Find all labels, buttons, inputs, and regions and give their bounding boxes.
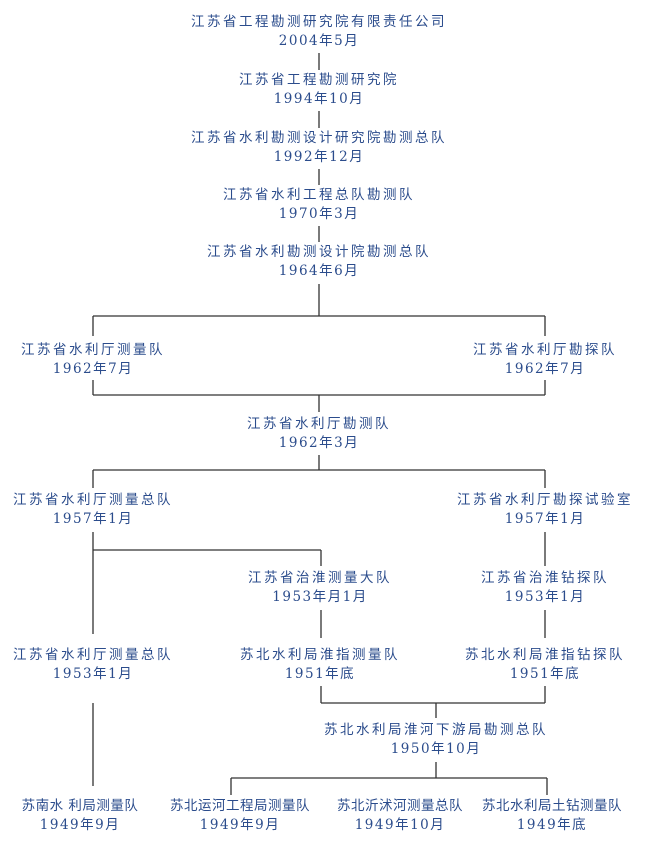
org-date: 1992年12月 (273, 149, 365, 165)
org-name: 江苏省工程勘测研究院有限责任公司 (191, 14, 447, 30)
org-date: 1964年6月 (278, 263, 360, 279)
org-date: 1953年月1月 (272, 589, 368, 605)
org-name: 苏北运河工程局测量队 (170, 798, 310, 814)
org-name: 苏南水 利局测量队 (21, 798, 139, 814)
org-date: 2004年5月 (278, 33, 360, 49)
org-node: 江苏省水利厅勘探队 1962年7月 (473, 341, 617, 379)
org-name: 苏北水利局土钻测量队 (482, 798, 622, 814)
org-date: 1949年9月 (39, 817, 121, 833)
org-name: 江苏省水利厅勘探队 (473, 342, 617, 358)
org-date: 1962年3月 (278, 435, 360, 451)
org-node: 江苏省水利勘测设计研究院勘测总队 1992年12月 (191, 129, 447, 167)
org-name: 苏北水利局淮指测量队 (240, 647, 400, 663)
org-node: 苏北水利局淮指测量队 1951年底 (240, 646, 400, 684)
org-node: 江苏省水利工程总队勘测队 1970年3月 (223, 186, 415, 224)
org-date: 1953年1月 (504, 589, 586, 605)
org-name: 江苏省水利厅勘探试验室 (457, 492, 633, 508)
org-node: 江苏省水利厅测量队 1962年7月 (21, 341, 165, 379)
org-name: 江苏省工程勘测研究院 (239, 72, 399, 88)
org-node: 江苏省工程勘测研究院 1994年10月 (239, 71, 399, 109)
org-name: 江苏省水利勘测设计院勘测总队 (207, 244, 431, 260)
org-date: 1949年9月 (199, 817, 281, 833)
org-date: 1951年底 (284, 666, 356, 682)
org-node: 江苏省水利厅测量总队 1953年1月 (13, 646, 173, 684)
org-date: 1951年底 (509, 666, 581, 682)
org-date: 1957年1月 (504, 511, 586, 527)
org-date: 1962年7月 (52, 361, 134, 377)
org-name: 苏北水利局淮河下游局勘测总队 (324, 722, 548, 738)
org-name: 苏北沂沭河测量总队 (337, 798, 463, 814)
org-name: 江苏省水利厅勘测队 (247, 416, 391, 432)
org-name: 苏北水利局淮指钻探队 (465, 647, 625, 663)
org-node: 江苏省水利厅勘测队 1962年3月 (247, 415, 391, 453)
org-node: 江苏省水利厅勘探试验室 1957年1月 (457, 491, 633, 529)
org-date: 1994年10月 (273, 91, 365, 107)
org-name: 江苏省治淮测量大队 (248, 570, 392, 586)
org-name: 江苏省水利厅测量总队 (13, 647, 173, 663)
org-node: 苏北水利局淮河下游局勘测总队 1950年10月 (324, 721, 548, 759)
org-node: 苏北沂沭河测量总队 1949年10月 (337, 797, 463, 835)
org-name: 江苏省水利勘测设计研究院勘测总队 (191, 130, 447, 146)
org-node: 苏南水 利局测量队 1949年9月 (22, 797, 139, 835)
org-date: 1962年7月 (504, 361, 586, 377)
org-node: 苏北运河工程局测量队 1949年9月 (170, 797, 310, 835)
org-name: 江苏省水利厅测量队 (21, 342, 165, 358)
org-node: 江苏省水利厅测量总队 1957年1月 (13, 491, 173, 529)
org-date: 1957年1月 (52, 511, 134, 527)
org-node: 苏北水利局淮指钻探队 1951年底 (465, 646, 625, 684)
org-date: 1949年底 (516, 817, 588, 833)
org-node: 江苏省水利勘测设计院勘测总队 1964年6月 (207, 243, 431, 281)
org-node: 苏北水利局土钻测量队 1949年底 (482, 797, 622, 835)
org-name: 江苏省治淮钻探队 (481, 570, 609, 586)
org-date: 1949年10月 (354, 817, 446, 833)
org-node: 江苏省治淮钻探队 1953年1月 (481, 569, 609, 607)
org-date: 1950年10月 (390, 741, 482, 757)
org-name: 江苏省水利工程总队勘测队 (223, 187, 415, 203)
org-node: 江苏省工程勘测研究院有限责任公司 2004年5月 (191, 13, 447, 51)
org-date: 1953年1月 (52, 666, 134, 682)
org-name: 江苏省水利厅测量总队 (13, 492, 173, 508)
org-node: 江苏省治淮测量大队 1953年月1月 (248, 569, 392, 607)
org-date: 1970年3月 (278, 206, 360, 222)
